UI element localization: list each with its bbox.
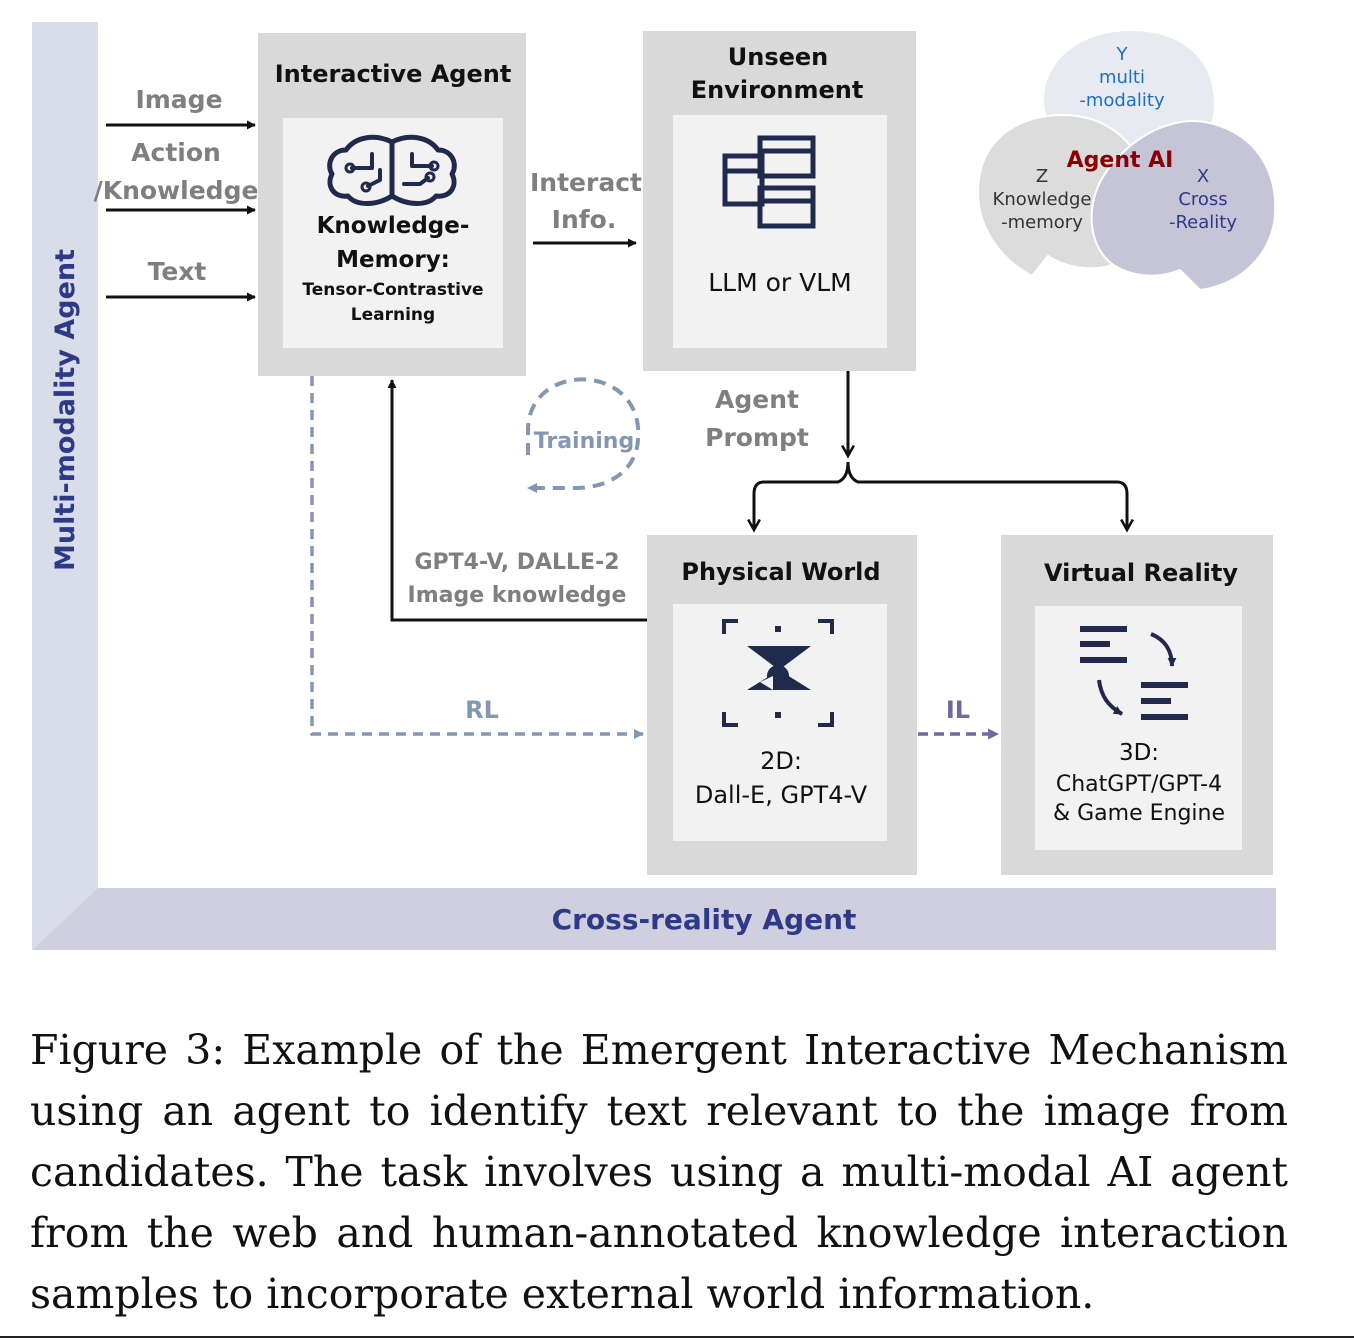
physical-world-title: Physical World: [681, 558, 880, 586]
venn-x-lobe: [1090, 120, 1277, 292]
virtual-reality-line2: ChatGPT/GPT-4: [1056, 772, 1222, 797]
input-action-label-1: Action: [131, 138, 221, 167]
venn-x-line2: -Reality: [1169, 212, 1237, 233]
interact-info-label-2: Info.: [552, 205, 617, 234]
physical-world-box: Physical World 2D: Dall-E, GPT4-V: [647, 535, 917, 875]
window-stack-icon: [722, 135, 816, 229]
interactive-agent-title: Interactive Agent: [275, 60, 512, 88]
cross-reality-axis-label: Cross-reality Agent: [552, 903, 857, 936]
multi-modality-axis-label: Multi-modality Agent: [50, 249, 81, 571]
virtual-reality-line1: 3D:: [1119, 740, 1159, 766]
venn-x-letter: X: [1197, 166, 1209, 187]
figure-caption: Figure 3: Example of the Emergent Intera…: [30, 1026, 1288, 1318]
interactive-agent-line4: Learning: [351, 305, 435, 325]
unseen-environment-box: Unseen Environment LLM or VLM: [643, 31, 916, 371]
rl-arrow: [310, 376, 644, 739]
input-text-label: Text: [148, 257, 207, 286]
gpt4v-label-2: Image knowledge: [408, 583, 627, 608]
brain-circuit-icon: [327, 134, 457, 206]
interactive-agent-line2: Memory:: [336, 247, 450, 273]
input-action-label-2: /Knowledge: [94, 176, 259, 205]
venn-y-line1: multi: [1099, 67, 1145, 88]
gpt4v-label-1: GPT4-V, DALLE-2: [414, 550, 619, 575]
interactive-agent-line1: Knowledge-: [317, 213, 470, 239]
venn-z-line1: Knowledge: [993, 189, 1092, 210]
text-swap-icon: [1080, 626, 1188, 720]
agent-prompt-label-2: Prompt: [705, 423, 809, 452]
interact-info-label-1: Interact: [530, 168, 642, 197]
physical-world-line1: 2D:: [760, 747, 802, 775]
unseen-env-title-1: Unseen: [728, 43, 829, 71]
page-bottom-rule: [0, 1336, 1354, 1338]
image-knowledge-arrow: [387, 379, 647, 622]
training-loop: Training: [526, 377, 641, 493]
interactive-agent-box: Interactive Agent Knowledge- Memory: Ten…: [258, 33, 526, 376]
physical-world-line2: Dall-E, GPT4-V: [695, 781, 868, 809]
rl-label: RL: [465, 696, 499, 724]
agent-prompt-label-1: Agent: [715, 385, 799, 414]
venn-z-line2: -memory: [1001, 212, 1083, 233]
il-label: IL: [946, 696, 970, 724]
agent-ai-venn: Agent AI Y multi -modality Z Knowledge -…: [976, 28, 1277, 292]
venn-y-letter: Y: [1116, 44, 1129, 65]
emergent-mechanism-diagram: Multi-modality Agent Cross-reality Agent…: [32, 22, 1277, 950]
venn-center-label: Agent AI: [1067, 148, 1174, 173]
virtual-reality-box: Virtual Reality 3D: ChatGPT/GPT-4 & Game…: [1001, 535, 1273, 875]
venn-x-line1: Cross: [1178, 189, 1227, 210]
venn-y-line2: -modality: [1079, 90, 1165, 111]
venn-z-letter: Z: [1036, 166, 1048, 187]
virtual-reality-line3: & Game Engine: [1053, 801, 1225, 826]
unseen-env-title-2: Environment: [691, 76, 864, 104]
cross-reality-axis: [32, 888, 1276, 950]
unseen-env-body: LLM or VLM: [708, 268, 852, 297]
input-image-label: Image: [135, 85, 222, 114]
agent-prompt-arrows: [754, 371, 1127, 530]
training-label: Training: [534, 429, 634, 454]
interactive-agent-line3: Tensor-Contrastive: [302, 280, 483, 300]
multi-modality-axis: [32, 22, 98, 950]
virtual-reality-title: Virtual Reality: [1044, 559, 1238, 587]
image-frame-icon: [722, 619, 834, 727]
